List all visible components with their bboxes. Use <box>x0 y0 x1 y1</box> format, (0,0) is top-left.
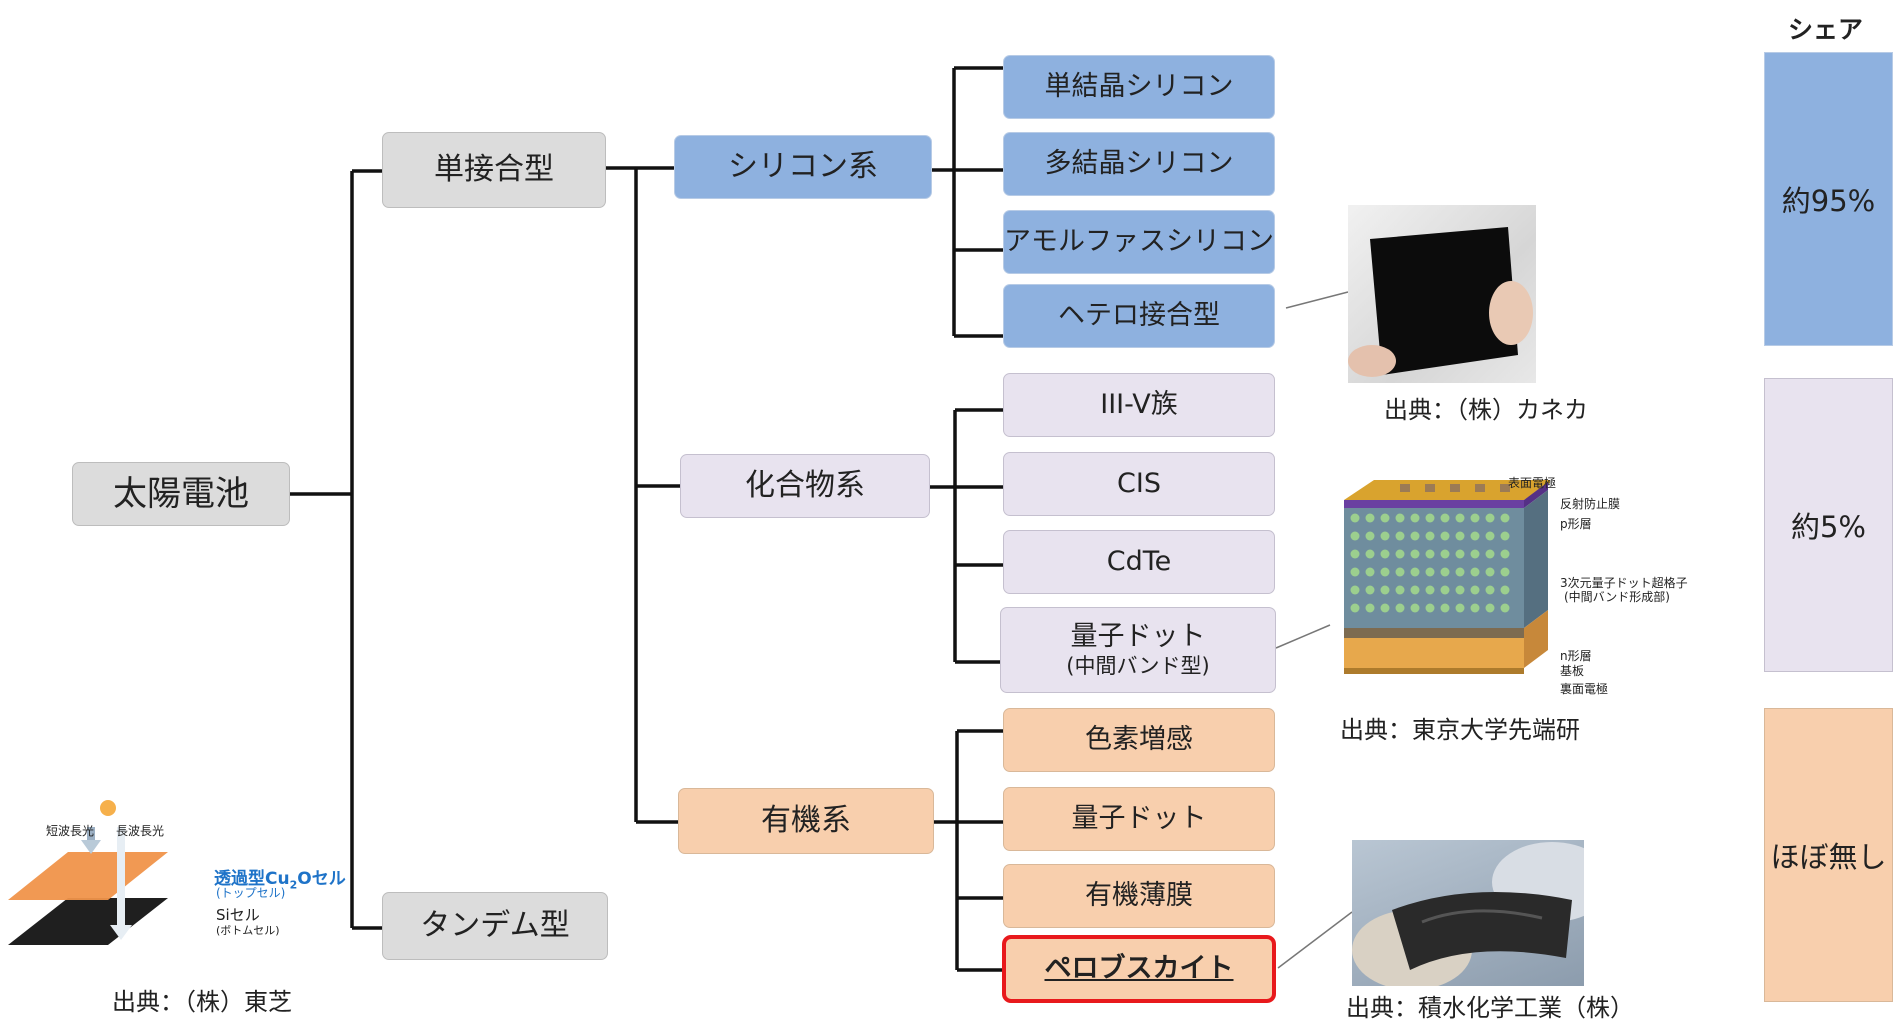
heterojunction-label: ヘテロ接合型 <box>1058 299 1220 331</box>
node-perovskite: ペロブスカイト <box>1003 937 1275 1001</box>
iii-v-label: III-V族 <box>1100 388 1178 420</box>
single-junction-label: 単接合型 <box>434 152 554 187</box>
qd-electrode-top-label: 表面電極 <box>1508 476 1557 490</box>
share-organic-value: ほぼ無し <box>1770 840 1887 874</box>
qd-anti-reflect-label: 反射防止膜 <box>1560 497 1621 511</box>
node-dye-sensitized: 色素増感 <box>1003 708 1275 772</box>
polycrystalline-label: 多結晶シリコン <box>1044 147 1234 179</box>
toshiba-tandem-figure <box>8 790 348 960</box>
long-wave-label: 長波長光 <box>116 824 165 838</box>
bottom-cell-label: (ボトムセル) <box>216 924 280 937</box>
perovskite-highlight-frame <box>1002 935 1276 1003</box>
share-header: シェア <box>1788 15 1864 44</box>
caption-todai: 出典：東京大学先端研 <box>1340 716 1580 744</box>
node-single-junction: 単接合型 <box>382 132 606 208</box>
qd-intermediate-label: (中間バンド形成部) <box>1564 590 1670 604</box>
organic-thin-film-label: 有機薄膜 <box>1085 879 1193 911</box>
silicon-label: シリコン系 <box>728 149 878 184</box>
share-silicon-value: 約95% <box>1781 184 1876 218</box>
qd-p-layer-label: p形層 <box>1560 517 1592 531</box>
cu2o-cell-label: 透過型Cu2Oセル <box>214 864 346 891</box>
cu2o-text-b: Oセル <box>297 869 346 889</box>
qd-substrate-label: 基板 <box>1560 664 1585 678</box>
share-bar-organic: ほぼ無し <box>1764 708 1893 1002</box>
node-tandem: タンデム型 <box>382 892 608 960</box>
si-cell-label: Siセル <box>216 906 260 924</box>
top-cell-label: (トップセル) <box>216 886 286 900</box>
cu2o-text-a: 透過型Cu <box>214 869 290 889</box>
quantum-dot-label: 量子ドット <box>1070 621 1206 653</box>
share-compound-value: 約5% <box>1790 510 1866 544</box>
qd-n-layer-label: n形層 <box>1560 649 1592 663</box>
qd-electrode-back-label: 裏面電極 <box>1560 682 1609 696</box>
node-cis: CIS <box>1003 452 1275 516</box>
node-cdte: CdTe <box>1003 530 1275 594</box>
share-bar-compound: 約5% <box>1764 378 1893 672</box>
kaneka-heterojunction-photo <box>1348 205 1536 383</box>
node-quantum-dot-intermediate: 量子ドット (中間バンド型) <box>1000 607 1276 693</box>
cis-label: CIS <box>1117 467 1161 499</box>
root-node-solar-cell: 太陽電池 <box>72 462 290 526</box>
amorphous-label: アモルファスシリコン <box>1004 225 1274 257</box>
caption-toshiba: 出典：（株）東芝 <box>112 988 292 1016</box>
node-organic-thin-film: 有機薄膜 <box>1003 864 1275 928</box>
qd-lattice-label: 3次元量子ドット超格子 <box>1560 576 1688 590</box>
organic-quantum-dot-label: 量子ドット <box>1071 802 1207 834</box>
caption-sekisui: 出典：積水化学工業（株） <box>1346 994 1634 1022</box>
caption-kaneka: 出典：（株）カネカ <box>1384 396 1588 424</box>
short-wave-label: 短波長光 <box>46 824 95 838</box>
monocrystalline-label: 単結晶シリコン <box>1044 70 1234 102</box>
intermediate-band-label: (中間バンド型) <box>1066 653 1210 678</box>
compound-label: 化合物系 <box>745 468 865 503</box>
tandem-label: タンデム型 <box>420 908 570 943</box>
node-amorphous: アモルファスシリコン <box>1003 210 1275 274</box>
perovskite-label: ペロブスカイト <box>1044 952 1234 984</box>
node-monocrystalline: 単結晶シリコン <box>1003 55 1275 119</box>
node-organic-quantum-dot: 量子ドット <box>1003 787 1275 851</box>
node-heterojunction: ヘテロ接合型 <box>1003 284 1275 348</box>
sekisui-perovskite-photo <box>1352 840 1584 986</box>
root-label: 太陽電池 <box>113 473 249 514</box>
node-polycrystalline: 多結晶シリコン <box>1003 132 1275 196</box>
node-compound: 化合物系 <box>680 454 930 518</box>
quantum-dot-structure-figure <box>1340 470 1550 700</box>
node-iii-v: III-V族 <box>1003 373 1275 437</box>
organic-label: 有機系 <box>761 803 851 838</box>
node-organic: 有機系 <box>678 788 934 854</box>
dye-sensitized-label: 色素増感 <box>1085 723 1193 755</box>
cdte-label: CdTe <box>1106 545 1172 577</box>
node-silicon: シリコン系 <box>674 135 932 199</box>
share-bar-silicon: 約95% <box>1764 52 1893 346</box>
cu2o-sub: 2 <box>289 878 298 892</box>
